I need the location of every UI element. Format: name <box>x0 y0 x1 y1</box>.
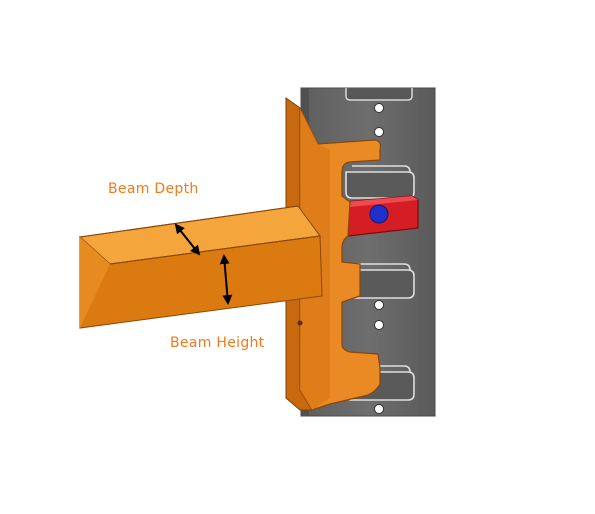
beam-front-face <box>80 237 110 328</box>
upright-slot <box>345 88 413 101</box>
upright-hole <box>374 320 384 330</box>
upright-hole <box>374 103 384 113</box>
beam-depth-label: Beam Depth <box>108 181 199 197</box>
lock-bolt <box>369 204 389 224</box>
upright-hole <box>374 127 384 137</box>
connector-hole <box>297 320 303 326</box>
safety-lock <box>341 195 419 237</box>
beam-height-label: Beam Height <box>170 335 265 351</box>
beam-height-arrow <box>219 254 233 305</box>
upright-hole <box>374 300 384 310</box>
beam-depth-arrow <box>174 223 201 256</box>
upright-hole <box>374 404 384 414</box>
